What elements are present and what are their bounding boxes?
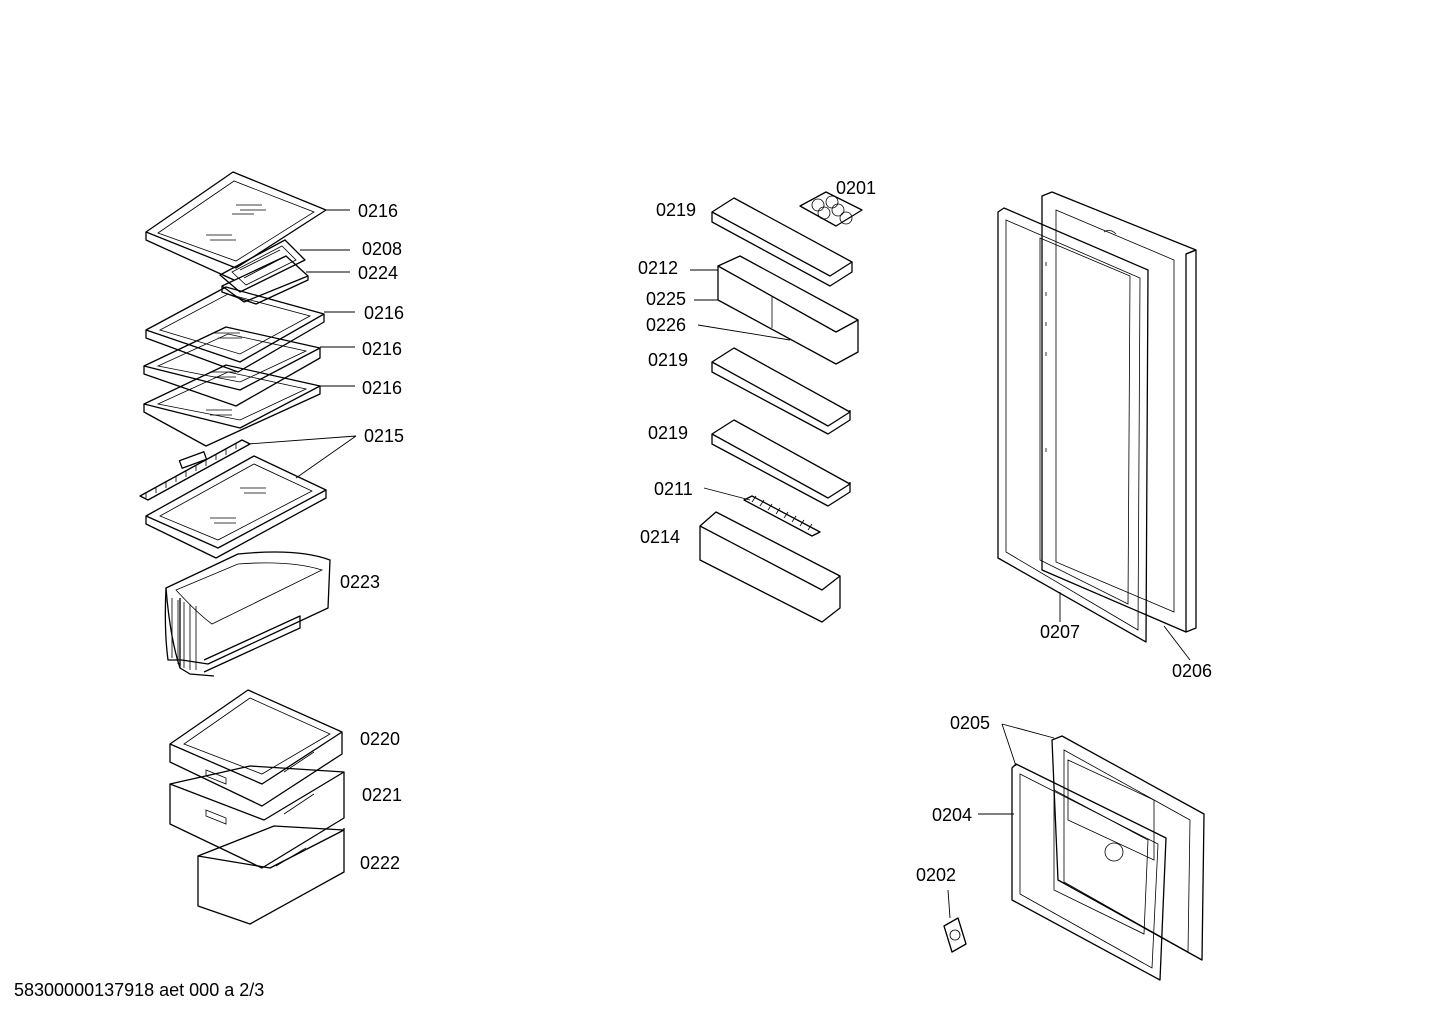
thermostat-knob xyxy=(943,917,967,953)
bottle-rack-0214 xyxy=(699,511,841,623)
leader-lines-left xyxy=(247,209,357,479)
label-0212: 0212 xyxy=(638,258,678,278)
label-0208: 0208 xyxy=(362,239,402,259)
label-0219-a: 0219 xyxy=(656,200,696,220)
door-rack-0219-top xyxy=(711,197,853,287)
label-0216-a: 0216 xyxy=(358,201,398,221)
label-0216-b: 0216 xyxy=(364,303,404,323)
label-0202: 0202 xyxy=(916,865,956,885)
freezer-door-0205 xyxy=(1051,735,1205,961)
label-0211: 0211 xyxy=(654,479,693,499)
crisper-drawer-large xyxy=(164,551,331,677)
label-0219-c: 0219 xyxy=(648,423,688,443)
label-0222: 0222 xyxy=(360,853,400,873)
leader-lines-middle xyxy=(690,269,791,501)
glass-shelf-2 xyxy=(145,286,325,373)
door-rack-0219-mid xyxy=(711,347,851,435)
label-0206: 0206 xyxy=(1172,661,1212,681)
glass-shelf-top xyxy=(145,171,327,281)
label-0204: 0204 xyxy=(932,805,972,825)
egg-tray xyxy=(799,191,863,227)
label-0214: 0214 xyxy=(640,527,680,547)
label-0216-c: 0216 xyxy=(362,339,402,359)
label-0223: 0223 xyxy=(340,572,380,592)
door-seal-0207 xyxy=(997,207,1149,643)
label-0215: 0215 xyxy=(364,426,404,446)
label-0201: 0201 xyxy=(836,178,876,198)
drawer-0221 xyxy=(169,765,345,869)
label-0219-b: 0219 xyxy=(648,350,688,370)
fridge-door-0206 xyxy=(1041,191,1197,633)
label-0225: 0225 xyxy=(646,289,686,309)
document-reference-footer: 58300000137918 aet 000 a 2/3 xyxy=(14,980,265,1000)
label-0221: 0221 xyxy=(362,785,402,805)
drawer-0222 xyxy=(197,825,345,925)
door-rack-0212 xyxy=(717,255,859,365)
freezer-seal-0204 xyxy=(1011,763,1167,981)
door-rack-0219-low xyxy=(711,419,851,507)
part-labels: 0216 0208 0224 0216 0216 0216 0215 0223 … xyxy=(340,178,1212,885)
label-0224: 0224 xyxy=(358,263,398,283)
bottle-divider xyxy=(743,495,821,537)
label-0205: 0205 xyxy=(950,713,990,733)
leader-lines-right xyxy=(947,592,1191,919)
label-0220: 0220 xyxy=(360,729,400,749)
glass-shelf-with-rail xyxy=(139,439,327,559)
label-0207: 0207 xyxy=(1040,622,1080,642)
glass-shelf-3 xyxy=(143,326,321,407)
label-0216-d: 0216 xyxy=(362,378,402,398)
label-0226: 0226 xyxy=(646,315,686,335)
